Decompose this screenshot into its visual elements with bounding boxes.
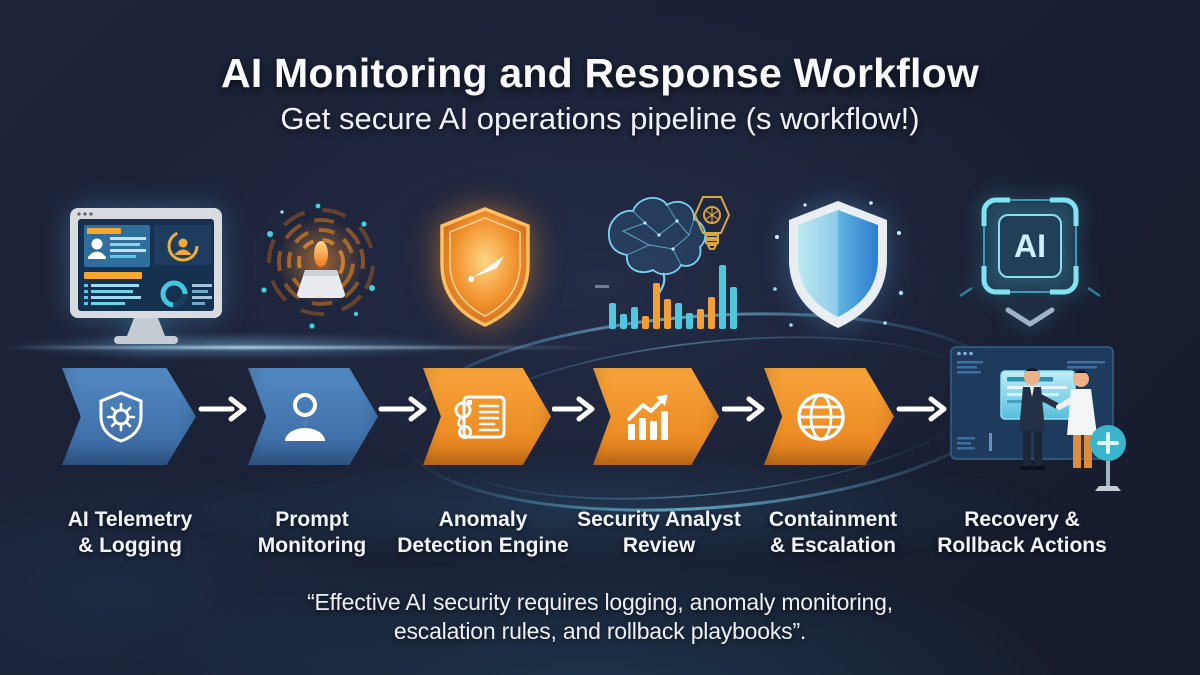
page-title: AI Monitoring and Response Workflow [221,50,979,96]
bar-chart-decoration [609,265,737,329]
footer-quote: “Effective AI security requires logging,… [307,589,893,644]
ai-chip-label: AI [1014,228,1046,264]
anomaly-report-icon [454,395,506,439]
pipeline-step-containment [764,368,894,465]
flow-arrow-icon [378,396,427,422]
lightbulb-icon [693,196,731,250]
growth-chart-icon [627,393,668,440]
person-icon [285,392,325,441]
shield-protection-illustration [773,201,904,328]
glowing-shield-illustration [440,207,530,327]
step-label-recovery: Recovery & Rollback Actions [937,508,1107,557]
step-label-telemetry: AI Telemetry & Logging [67,508,193,557]
pipeline-step-analyst-review [593,368,719,465]
globe-icon [797,392,845,441]
flow-arrow-icon [722,396,765,422]
flow-arrow-icon [198,396,247,422]
light-streak-line [0,346,600,349]
step-label-analyst-review: Security Analyst Review [577,508,741,557]
alert-beacon-illustration [261,203,375,329]
step-label-containment: Containment & Escalation [768,508,898,557]
ai-brain-analytics-illustration [595,196,737,329]
page-subtitle: Get secure AI operations pipeline (s wor… [280,101,920,136]
pipeline-step-anomaly-detection [423,368,551,465]
shield-sun-icon [99,390,143,443]
flow-arrow-icon [896,396,947,422]
step-label-prompt-monitoring: Prompt Monitoring [257,508,367,557]
ai-chip-illustration: AI [959,197,1101,327]
step-label-anomaly-detection: Anomaly Detection Engine [397,508,569,557]
flow-arrow-icon [552,396,595,422]
pipeline-step-telemetry [62,368,196,465]
analyst-collaboration-illustration [950,346,1126,491]
dashboard-monitor-illustration [70,208,222,344]
pipeline-step-prompt-monitoring [248,368,378,465]
